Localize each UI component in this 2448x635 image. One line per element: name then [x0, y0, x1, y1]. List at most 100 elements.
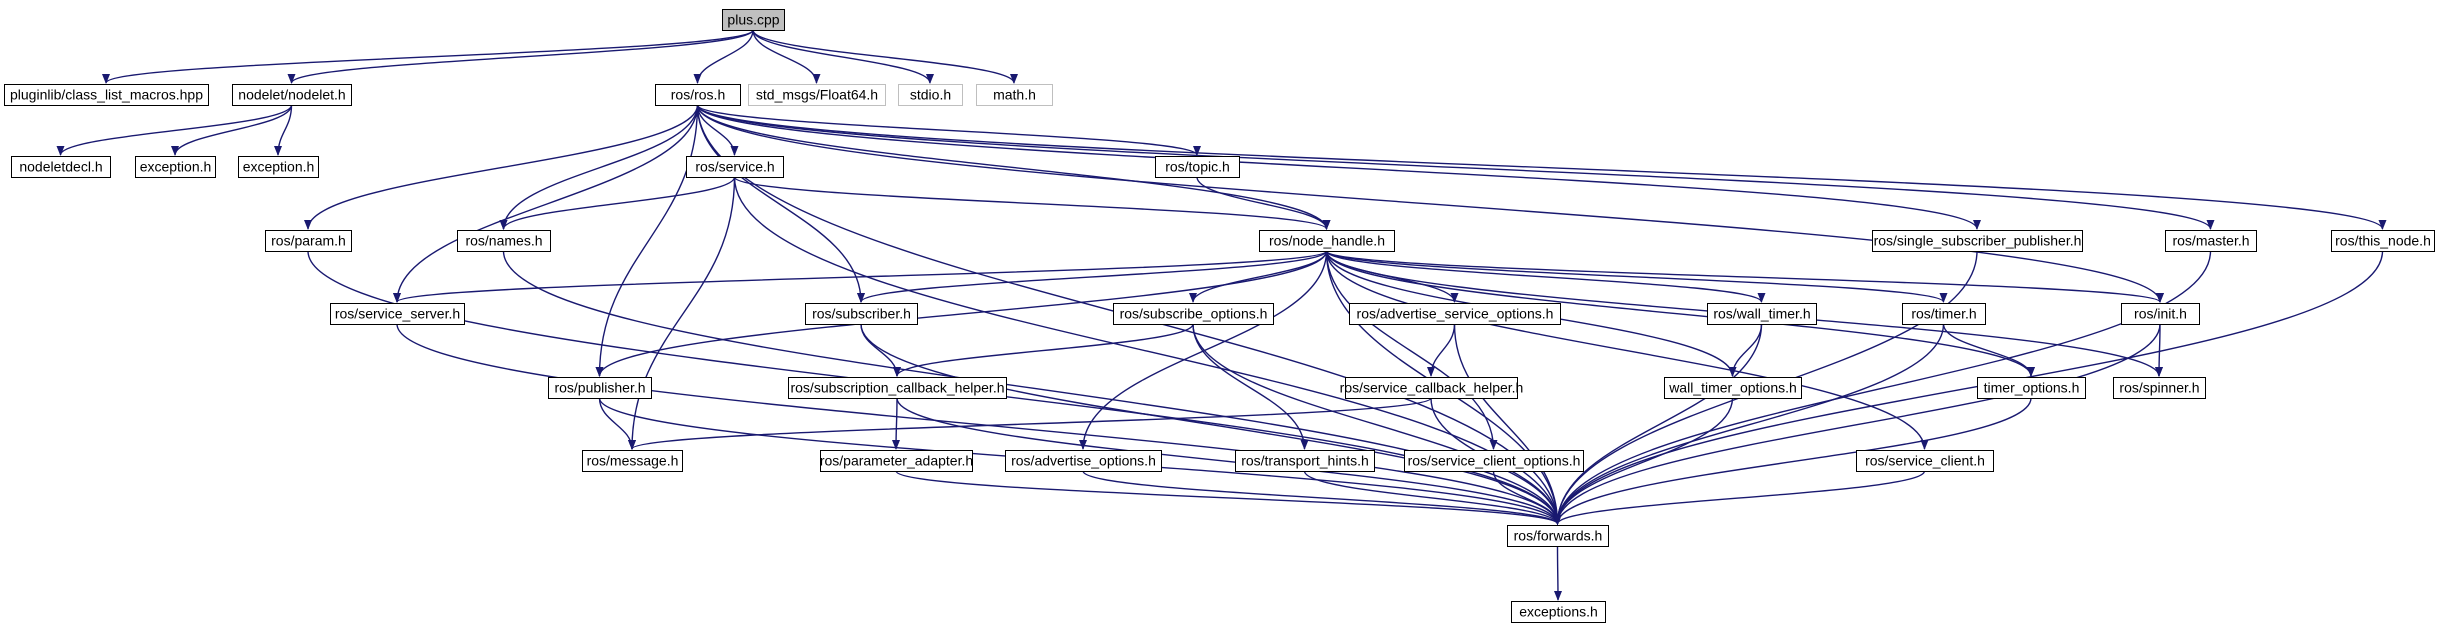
node-label-names: ros/names.h — [465, 233, 542, 249]
node-box-nodehandle — [1259, 230, 1395, 252]
node-ssp[interactable]: ros/single_subscriber_publisher.h — [1872, 230, 2083, 252]
node-box-subscriber — [805, 303, 918, 325]
edge-nodehandle-to-timeropts — [1325, 250, 2035, 377]
node-publisher[interactable]: ros/publisher.h — [548, 377, 652, 399]
node-box-ssp — [1872, 230, 2083, 252]
node-classlist[interactable]: pluginlib/class_list_macros.hpp — [4, 84, 209, 106]
edge-nodelet-to-exc1 — [171, 104, 293, 156]
edge-timeropts-to-forwards — [1553, 397, 2032, 525]
node-exc2[interactable]: exception.h — [238, 156, 319, 178]
node-math[interactable]: math.h — [976, 84, 1053, 106]
node-label-svcclientopts: ros/service_client_options.h — [1408, 453, 1581, 469]
node-label-ros: ros/ros.h — [671, 87, 725, 103]
node-box-exceptions — [1511, 601, 1606, 623]
node-label-spinner: ros/spinner.h — [2119, 380, 2199, 396]
edge-ros-to-names — [499, 104, 699, 230]
edge-nodehandle-to-walltimer — [1325, 250, 1766, 303]
node-svcclientopts[interactable]: ros/service_client_options.h — [1404, 450, 1584, 472]
node-svccbhelper[interactable]: ros/service_callback_helper.h — [1340, 377, 1524, 399]
node-box-subopts — [1113, 303, 1274, 325]
node-master[interactable]: ros/master.h — [2165, 230, 2257, 252]
edge-plus-to-classlist — [102, 29, 754, 84]
node-transporthints[interactable]: ros/transport_hints.h — [1235, 450, 1375, 472]
edge-plus-to-stdio — [752, 29, 934, 84]
node-spinner[interactable]: ros/spinner.h — [2113, 377, 2206, 399]
edge-master-to-forwards — [1553, 250, 2212, 525]
node-svcclient[interactable]: ros/service_client.h — [1856, 450, 1994, 472]
node-nodelet[interactable]: nodelet/nodelet.h — [232, 84, 352, 106]
node-box-advopts — [1005, 450, 1162, 472]
node-nodehandle[interactable]: ros/node_handle.h — [1259, 230, 1395, 252]
node-float64[interactable]: std_msgs/Float64.h — [748, 84, 886, 106]
node-label-param: ros/param.h — [271, 233, 346, 249]
node-param[interactable]: ros/param.h — [265, 230, 352, 252]
node-service[interactable]: ros/service.h — [686, 156, 784, 178]
edge-init-to-forwards — [1553, 323, 2161, 525]
edge-nodehandle-to-subopts — [1189, 250, 1328, 303]
edge-ros-to-servserver — [393, 104, 699, 303]
node-paramadapter[interactable]: ros/parameter_adapter.h — [820, 450, 973, 472]
node-label-timeropts: timer_options.h — [1984, 380, 2080, 396]
node-servserver[interactable]: ros/service_server.h — [330, 303, 465, 325]
node-box-svccbhelper — [1345, 377, 1518, 399]
node-walltimeropts[interactable]: wall_timer_options.h — [1664, 377, 1802, 399]
node-advsvcopts[interactable]: ros/advertise_service_options.h — [1349, 303, 1561, 325]
node-subopts[interactable]: ros/subscribe_options.h — [1113, 303, 1274, 325]
node-label-float64: std_msgs/Float64.h — [756, 87, 878, 103]
node-label-nodehandle: ros/node_handle.h — [1269, 233, 1385, 249]
node-nodeletdecl[interactable]: nodeletdecl.h — [11, 156, 111, 178]
edge-walltimeropts-to-forwards — [1553, 397, 1734, 525]
node-label-topic: ros/topic.h — [1165, 159, 1230, 175]
node-exc1[interactable]: exception.h — [135, 156, 216, 178]
edge-advsvcopts-to-svccbhelper — [1427, 323, 1456, 377]
node-box-math — [976, 84, 1053, 106]
node-box-plus — [722, 9, 785, 31]
node-subcbhelper[interactable]: ros/subscription_callback_helper.h — [788, 377, 1007, 399]
edge-subcbhelper-to-forwards — [896, 397, 1562, 525]
node-box-walltimeropts — [1664, 377, 1802, 399]
edge-thisnode-to-forwards — [1553, 250, 2384, 525]
node-box-timeropts — [1977, 377, 2086, 399]
node-stdio[interactable]: stdio.h — [898, 84, 963, 106]
node-topic[interactable]: ros/topic.h — [1155, 156, 1240, 178]
node-box-paramadapter — [820, 450, 973, 472]
edge-service-to-message — [628, 176, 736, 450]
node-message[interactable]: ros/message.h — [582, 450, 683, 472]
node-names[interactable]: ros/names.h — [457, 230, 551, 252]
node-box-classlist — [4, 84, 209, 106]
node-walltimer[interactable]: ros/wall_timer.h — [1707, 303, 1817, 325]
node-label-master: ros/master.h — [2172, 233, 2249, 249]
node-label-classlist: pluginlib/class_list_macros.hpp — [10, 87, 203, 103]
node-init[interactable]: ros/init.h — [2121, 303, 2200, 325]
edge-subopts-to-subcbhelper — [893, 323, 1194, 377]
edge-topic-to-nodehandle — [1196, 176, 1331, 230]
node-advopts[interactable]: ros/advertise_options.h — [1005, 450, 1162, 472]
node-box-forwards — [1507, 525, 1609, 547]
node-label-paramadapter: ros/parameter_adapter.h — [820, 453, 973, 469]
node-label-subscriber: ros/subscriber.h — [812, 306, 911, 322]
node-label-svccbhelper: ros/service_callback_helper.h — [1340, 380, 1524, 396]
node-label-svcclient: ros/service_client.h — [1865, 453, 1985, 469]
node-plus[interactable]: plus.cpp — [722, 9, 785, 31]
node-timer[interactable]: ros/timer.h — [1902, 303, 1986, 325]
node-box-transporthints — [1235, 450, 1375, 472]
node-box-walltimer — [1707, 303, 1817, 325]
edge-timer-to-forwards — [1553, 323, 1945, 525]
node-label-exceptions: exceptions.h — [1519, 604, 1598, 620]
node-label-exc1: exception.h — [140, 159, 212, 175]
node-box-spinner — [2113, 377, 2206, 399]
node-timeropts[interactable]: timer_options.h — [1977, 377, 2086, 399]
edge-transporthints-to-forwards — [1303, 470, 1562, 525]
node-ros[interactable]: ros/ros.h — [655, 84, 741, 106]
node-box-svcclientopts — [1404, 450, 1584, 472]
edge-subscriber-to-forwards — [860, 323, 1562, 525]
edge-ros-to-ssp — [696, 104, 1981, 230]
node-box-names — [457, 230, 551, 252]
node-box-exc2 — [238, 156, 319, 178]
node-exceptions[interactable]: exceptions.h — [1511, 601, 1606, 623]
node-subscriber[interactable]: ros/subscriber.h — [805, 303, 918, 325]
node-thisnode[interactable]: ros/this_node.h — [2331, 230, 2435, 252]
node-forwards[interactable]: ros/forwards.h — [1507, 525, 1609, 547]
node-box-advsvcopts — [1349, 303, 1561, 325]
edge-service-to-nodehandle — [733, 176, 1331, 230]
